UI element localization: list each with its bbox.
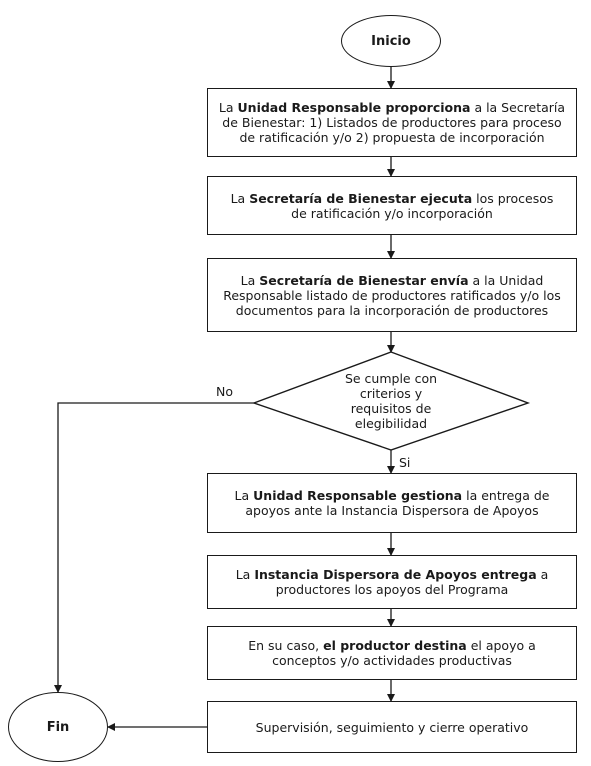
step-7-box: Supervisión, seguimiento y cierre operat… <box>207 701 577 753</box>
step-1-text: La Unidad Responsable proporciona a la S… <box>218 100 566 145</box>
step-5-text: La Instancia Dispersora de Apoyos entreg… <box>235 567 549 597</box>
end-node: Fin <box>8 692 108 762</box>
step-3-text: La Secretaría de Bienestar envía a la Un… <box>223 272 561 318</box>
start-node: Inicio <box>341 15 441 67</box>
no-label: No <box>216 384 233 399</box>
step-5-box: La Instancia Dispersora de Apoyos entreg… <box>207 555 577 609</box>
start-label: Inicio <box>371 33 411 49</box>
decision-diamond <box>251 351 531 451</box>
step-6-box: En su caso, el productor destina el apoy… <box>207 626 577 680</box>
end-label: Fin <box>46 719 70 735</box>
step-1-box: La Unidad Responsable proporciona a la S… <box>207 88 577 157</box>
step-4-text: La Unidad Responsable gestiona la entreg… <box>234 488 550 518</box>
step-4-box: La Unidad Responsable gestiona la entreg… <box>207 473 577 533</box>
step-2-text: La Secretaría de Bienestar ejecuta los p… <box>230 190 554 221</box>
decision-text: Se cumple con criterios y requisitos de … <box>344 371 438 431</box>
yes-label: Si <box>399 455 411 470</box>
step-3-box: La Secretaría de Bienestar envía a la Un… <box>207 258 577 332</box>
step-7-text: Supervisión, seguimiento y cierre operat… <box>255 719 529 735</box>
arrow-decision-no <box>54 402 254 693</box>
step-6-text: En su caso, el productor destina el apoy… <box>248 638 536 668</box>
step-2-box: La Secretaría de Bienestar ejecuta los p… <box>207 176 577 235</box>
